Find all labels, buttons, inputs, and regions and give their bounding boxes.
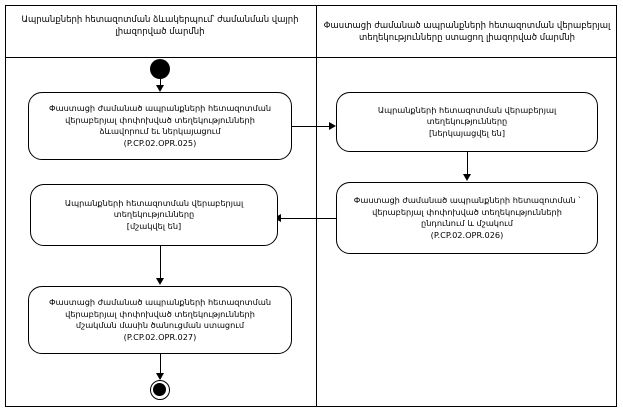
swimlane-title-left: Ապրանքների հետազոտման ձևակերպում՝ ժամանմ… (21, 15, 299, 37)
activity-node-3-label: Փաստացի ժամանած ապրանքների հետազոտման ՝ … (353, 195, 581, 240)
arrowhead-activity4-to-activity5 (156, 278, 164, 285)
edge-activity3-to-activity4 (278, 217, 336, 219)
diagram-frame (5, 5, 617, 407)
activity-node-5-label: Փաստացի ժամանած ապրանքների հետազոտման վե… (48, 297, 272, 342)
activity-node-3[interactable]: Փաստացի ժամանած ապրանքների հետազոտման ՝ … (336, 182, 598, 254)
edge-activity1-to-activity2 (292, 125, 331, 127)
swimlane-vertical-divider (316, 5, 317, 407)
end-node (150, 380, 170, 400)
start-node (150, 59, 170, 79)
arrowhead-activity2-to-activity3 (463, 174, 471, 181)
edge-start-to-activity1 (159, 79, 161, 88)
edge-activity2-to-activity3 (466, 152, 468, 177)
activity-node-1[interactable]: Փաստացի ժամանած ապրանքների հետազոտման վե… (28, 92, 292, 160)
activity-node-4[interactable]: Ապրանքների հետազոտման վերաբերյալ տեղեկու… (30, 184, 278, 246)
end-node-core (153, 383, 166, 396)
swimlane-header-divider-left (5, 57, 316, 58)
swimlane-header-divider-right (317, 57, 617, 58)
activity-node-2[interactable]: Ապրանքների հետազոտման վերաբերյալ տեղեկու… (336, 92, 598, 152)
activity-node-5[interactable]: Փաստացի ժամանած ապրանքների հետազոտման վե… (28, 286, 292, 354)
activity-node-4-label: Ապրանքների հետազոտման վերաբերյալ տեղեկու… (64, 197, 244, 231)
arrowhead-activity5-to-end (156, 373, 164, 380)
edge-activity4-to-activity5 (159, 246, 161, 281)
edge-activity5-to-end (159, 354, 161, 379)
swimlane-title-right: Փաստացի ժամանած ապրանքների հետազոտման վե… (323, 21, 611, 43)
arrowhead-start-to-activity1 (156, 85, 164, 92)
activity-node-2-label: Ապրանքների հետազոտման վերաբերյալ տեղեկու… (377, 104, 557, 138)
arrowhead-activity1-to-activity2 (329, 122, 336, 130)
activity-node-1-label: Փաստացի ժամանած ապրանքների հետազոտման վե… (48, 103, 272, 148)
